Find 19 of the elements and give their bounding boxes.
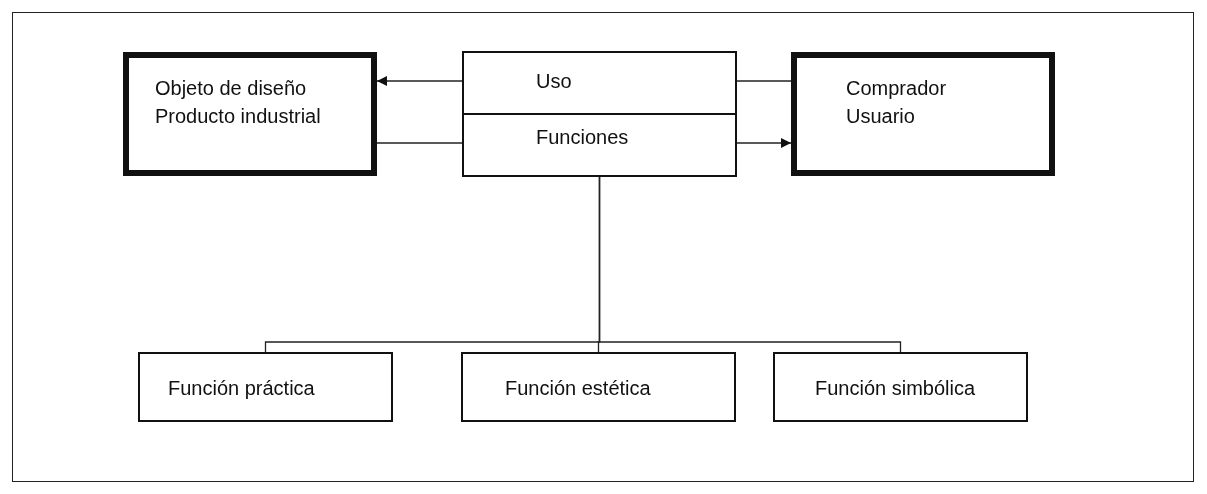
process-box — [791, 52, 1055, 176]
box-label: Función práctica — [168, 376, 316, 401]
box-label: Objeto de diseño Producto industrial — [155, 76, 322, 129]
box-label: Comprador Usuario — [846, 76, 948, 129]
process-box — [462, 113, 737, 177]
box-label: Uso — [536, 69, 573, 94]
process-box — [138, 352, 393, 422]
process-box — [123, 52, 377, 176]
box-label: Funciones — [536, 125, 630, 150]
arrow — [376, 76, 463, 86]
box-label: Función simbólica — [815, 376, 977, 401]
connector-line — [736, 80, 792, 82]
connector-line — [376, 142, 463, 144]
process-box — [461, 352, 736, 422]
connector-line — [598, 176, 902, 353]
box-label: Función estética — [505, 376, 652, 401]
process-box — [773, 352, 1028, 422]
arrow — [736, 138, 792, 148]
process-box — [462, 51, 737, 115]
